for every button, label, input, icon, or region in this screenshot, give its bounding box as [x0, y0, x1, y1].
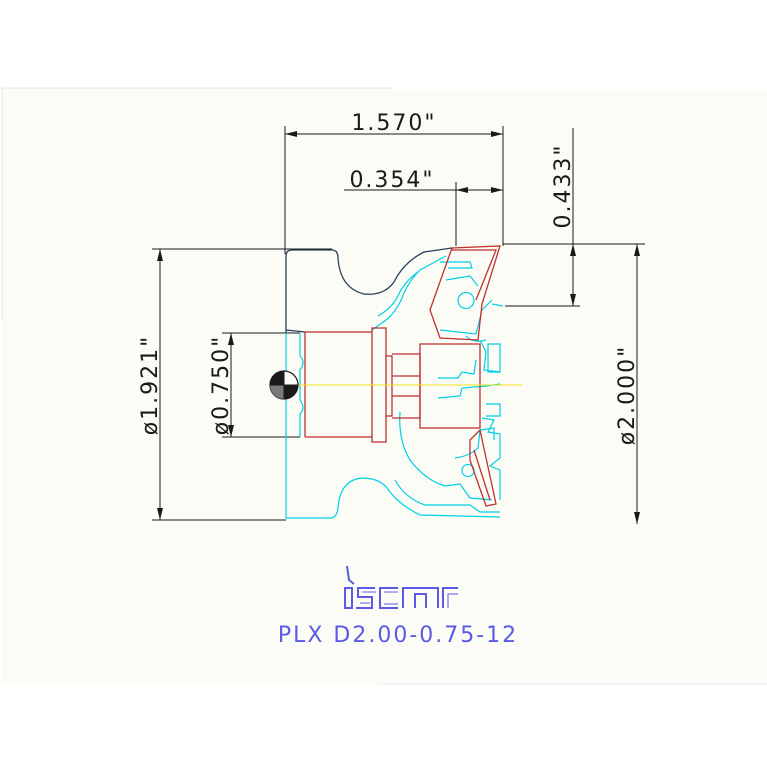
cutter-body-outline [285, 255, 504, 519]
dimension-arrows [157, 131, 640, 524]
model-designation: PLX D2.00-0.75-12 [278, 623, 518, 648]
cutter-body-profile [285, 247, 453, 333]
dim-body-diameter: ø1.921" [138, 335, 163, 436]
iscar-logo [344, 565, 458, 609]
dim-insert-length: 0.354" [349, 168, 434, 193]
dim-depth-of-cut: 0.433" [551, 143, 576, 228]
dim-overall-length: 1.570" [351, 111, 436, 136]
cutter-body-detail [304, 245, 501, 507]
centre-point-symbol [269, 370, 299, 400]
drawing-sheet [2, 88, 767, 685]
hub-shoulder [285, 329, 306, 333]
dim-cutting-diameter: ø2.000" [615, 345, 640, 446]
dimension-lines [152, 126, 645, 524]
dim-bore-diameter: ø0.750" [209, 335, 234, 436]
